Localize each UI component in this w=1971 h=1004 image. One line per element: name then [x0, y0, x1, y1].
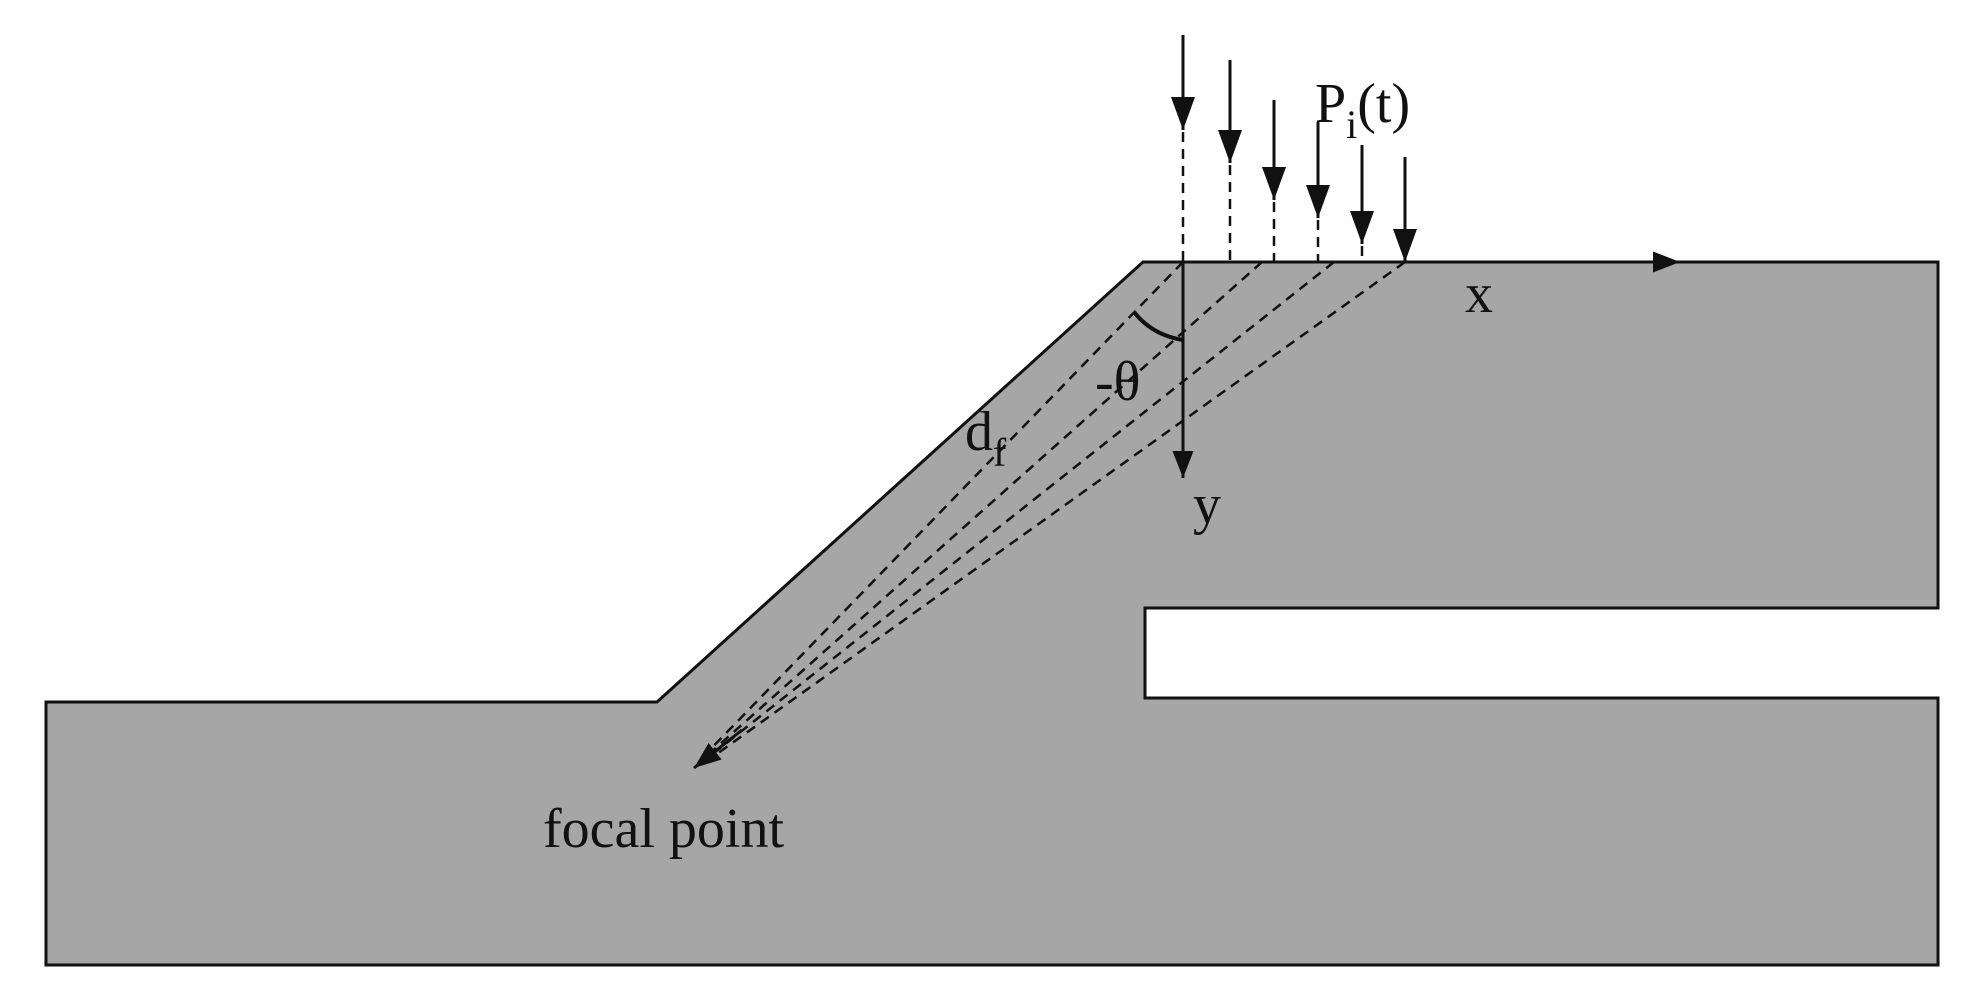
- incident-dashes: [1181, 132, 1364, 262]
- angle-label: -θ: [1095, 351, 1140, 413]
- y-axis-label: y: [1193, 474, 1221, 536]
- focusing-rays: [699, 260, 1406, 768]
- focal-arrow: [693, 728, 743, 770]
- specimen-body: [44, 260, 1940, 967]
- focal-point-label: focal point: [543, 798, 784, 860]
- incident-arrows: [1171, 35, 1417, 262]
- x-axis-label: x: [1465, 263, 1493, 325]
- distance-label: df: [965, 401, 1007, 475]
- angle-arc: [1132, 310, 1184, 342]
- pressure-label: Pi(t): [1315, 73, 1410, 147]
